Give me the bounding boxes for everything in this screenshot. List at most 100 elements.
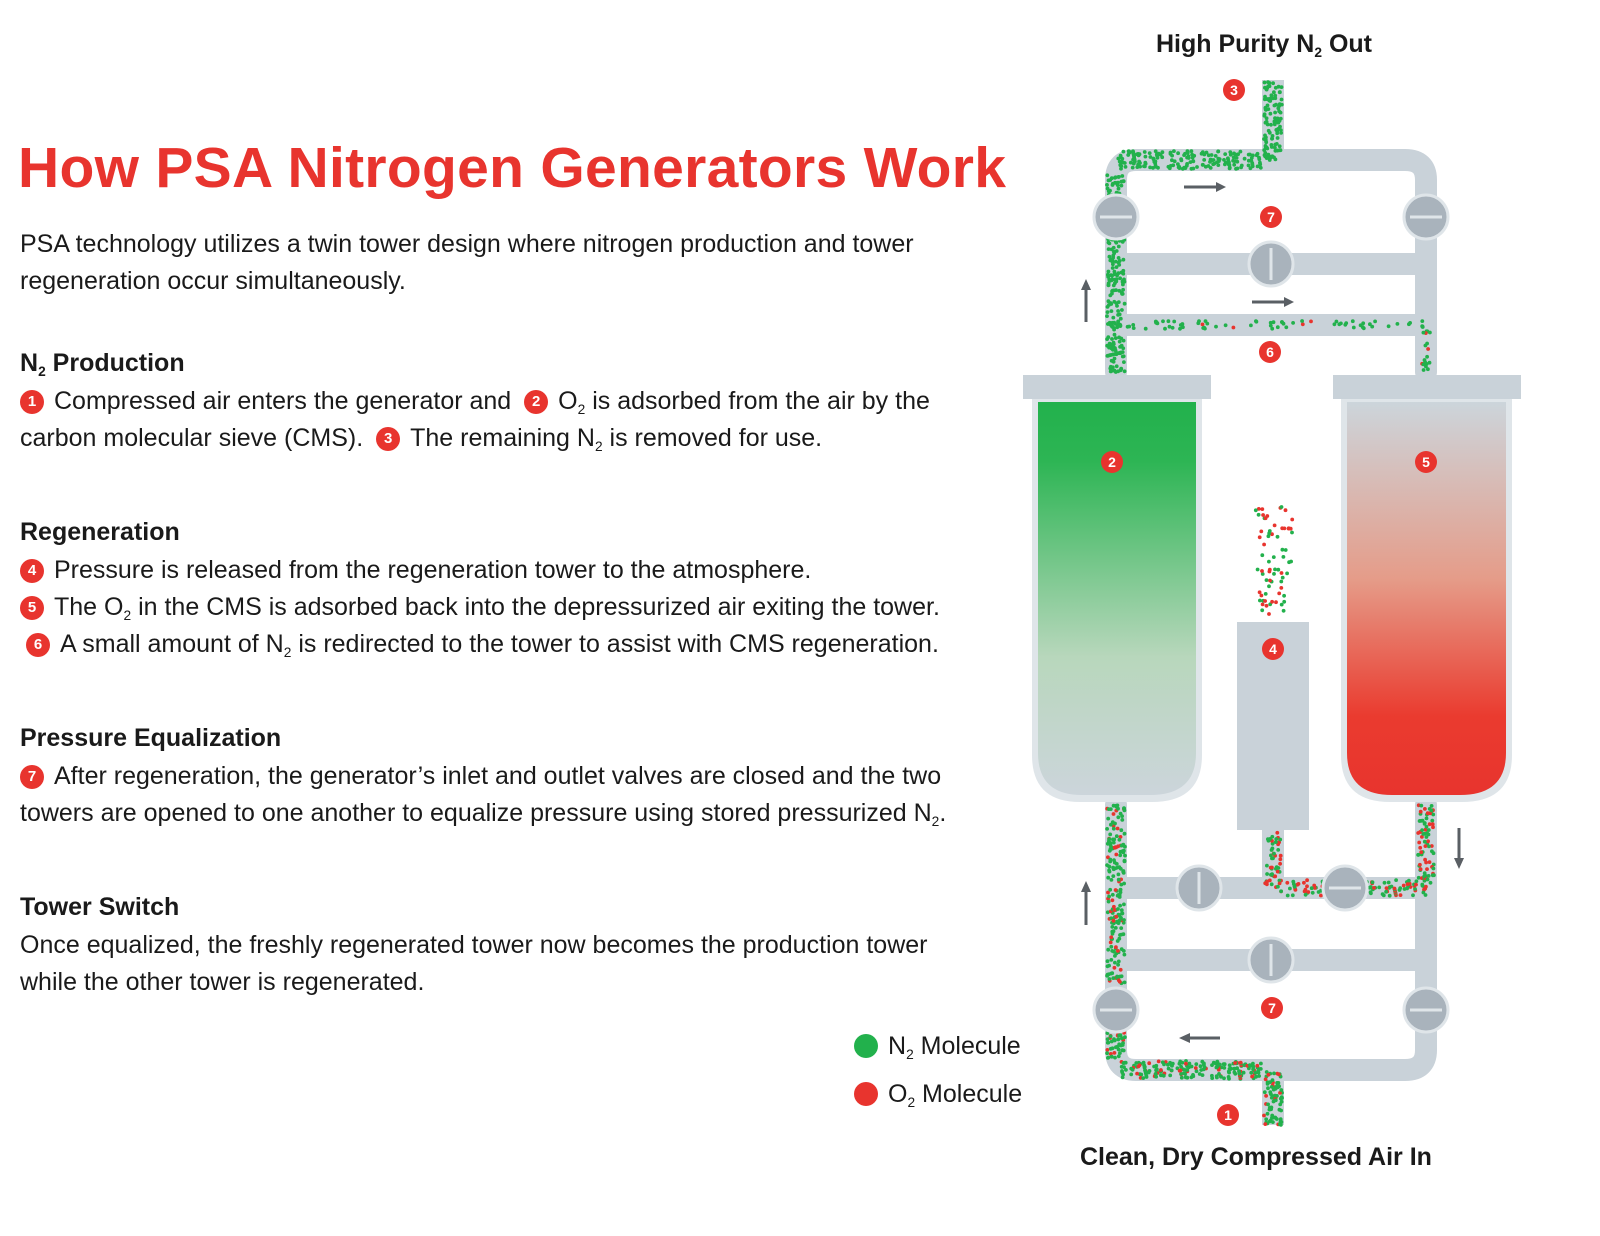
molecule-dot bbox=[1268, 578, 1272, 583]
molecule-dot bbox=[1179, 158, 1184, 163]
molecule-dot bbox=[1122, 980, 1127, 985]
molecule-dot bbox=[1122, 952, 1127, 957]
molecule-dot bbox=[1272, 1071, 1276, 1076]
molecule-dot bbox=[1235, 159, 1240, 164]
molecule-dot bbox=[1116, 313, 1120, 317]
molecule-dot bbox=[1172, 149, 1176, 153]
molecule-dot bbox=[1105, 964, 1110, 969]
molecule-dot bbox=[1109, 878, 1114, 882]
molecule-dot bbox=[1106, 947, 1111, 952]
molecule-dot bbox=[1276, 848, 1281, 852]
molecule-dot bbox=[1214, 324, 1218, 329]
molecule-dot bbox=[1209, 153, 1214, 157]
molecule-dot bbox=[1334, 319, 1339, 324]
molecule-dot bbox=[1424, 835, 1429, 839]
molecule-dot bbox=[1185, 151, 1190, 155]
molecule-dot bbox=[1203, 164, 1208, 169]
production-heading: N2 Production bbox=[20, 349, 185, 379]
molecule-dot bbox=[1277, 144, 1282, 149]
molecule-dot bbox=[1116, 962, 1120, 967]
n2-dot-icon bbox=[854, 1034, 878, 1058]
molecule-dot bbox=[1108, 364, 1113, 369]
molecule-dot bbox=[1116, 1047, 1121, 1052]
molecule-dot bbox=[1111, 929, 1116, 934]
molecule-dot bbox=[1263, 1122, 1268, 1126]
molecule-dot bbox=[1114, 914, 1119, 919]
molecule-dot bbox=[1147, 1061, 1152, 1066]
molecule-dot bbox=[1109, 369, 1113, 374]
molecule-dot bbox=[1105, 183, 1109, 187]
molecule-dot bbox=[1414, 882, 1418, 887]
molecule-dot bbox=[1215, 160, 1219, 165]
molecule-dot bbox=[1125, 324, 1130, 329]
molecule-dot bbox=[1223, 323, 1228, 328]
molecule-dot bbox=[1113, 960, 1117, 965]
molecule-dot bbox=[1110, 898, 1115, 903]
molecule-dot bbox=[1116, 872, 1121, 877]
molecule-dot bbox=[1270, 872, 1274, 877]
molecule-dot bbox=[1295, 882, 1300, 887]
molecule-dot bbox=[1111, 918, 1116, 923]
molecule-dot bbox=[1129, 1066, 1134, 1071]
molecule-dot bbox=[1276, 1072, 1281, 1077]
molecule-dot bbox=[1267, 130, 1272, 135]
molecule-dot bbox=[1276, 106, 1281, 111]
molecule-dot bbox=[1422, 874, 1427, 879]
molecule-dot bbox=[1263, 133, 1267, 138]
molecule-dot bbox=[1277, 881, 1282, 886]
molecule-dot bbox=[1194, 1069, 1199, 1074]
molecule-dot bbox=[1113, 336, 1118, 340]
molecule-dot bbox=[1242, 1063, 1247, 1068]
molecule-dot bbox=[1117, 936, 1122, 941]
right-tower-fill bbox=[1347, 402, 1506, 795]
molecule-dot bbox=[1424, 824, 1429, 829]
section-switch: Tower Switch Once equalized, the freshly… bbox=[20, 889, 970, 1001]
molecule-dot bbox=[1216, 156, 1221, 161]
outlet-caption: High Purity N2 Out bbox=[1156, 30, 1372, 60]
molecule-dot bbox=[1108, 887, 1113, 892]
molecule-dot bbox=[1114, 945, 1118, 950]
molecule-dot bbox=[1260, 572, 1265, 576]
molecule-dot bbox=[1249, 323, 1253, 328]
molecule-dot bbox=[1208, 157, 1213, 162]
svg-text:4: 4 bbox=[1269, 641, 1277, 657]
molecule-dot bbox=[1214, 1074, 1219, 1079]
molecule-dot bbox=[1120, 350, 1125, 354]
svg-text:7: 7 bbox=[1267, 209, 1275, 225]
molecule-dot bbox=[1120, 174, 1125, 178]
molecule-dot bbox=[1123, 853, 1127, 858]
molecule-dot bbox=[1112, 1038, 1117, 1043]
molecule-dot bbox=[1114, 845, 1118, 850]
molecule-dot bbox=[1257, 535, 1262, 540]
molecule-dot bbox=[1417, 840, 1422, 845]
molecule-dot bbox=[1291, 879, 1296, 884]
molecule-dot bbox=[1116, 806, 1120, 811]
molecule-dot bbox=[1110, 342, 1115, 347]
molecule-dot bbox=[1114, 277, 1119, 281]
molecule-dot bbox=[1120, 1069, 1124, 1073]
svg-text:6: 6 bbox=[1266, 344, 1274, 360]
molecule-dot bbox=[1119, 908, 1124, 913]
molecule-dot bbox=[1368, 890, 1373, 895]
svg-text:1: 1 bbox=[1224, 1107, 1232, 1123]
molecule-dot bbox=[1108, 857, 1113, 862]
molecule-dot bbox=[1350, 319, 1355, 324]
molecule-dot bbox=[1344, 321, 1349, 325]
molecule-dot bbox=[1110, 274, 1114, 278]
molecule-dot bbox=[1414, 879, 1419, 884]
molecule-dot bbox=[1197, 1072, 1202, 1076]
molecule-dot bbox=[1279, 586, 1284, 590]
molecule-dot bbox=[1120, 911, 1125, 916]
molecule-dot bbox=[1271, 81, 1275, 86]
molecule-dot bbox=[1361, 326, 1366, 331]
molecule-dot bbox=[1427, 822, 1432, 827]
molecule-dot bbox=[1422, 821, 1427, 825]
molecule-dot bbox=[1166, 319, 1171, 324]
molecule-dot bbox=[1131, 326, 1136, 330]
molecule-dot bbox=[1107, 869, 1112, 874]
molecule-dot bbox=[1268, 1118, 1273, 1123]
molecule-dot bbox=[1271, 1087, 1276, 1092]
molecule-dot bbox=[1193, 1066, 1198, 1070]
